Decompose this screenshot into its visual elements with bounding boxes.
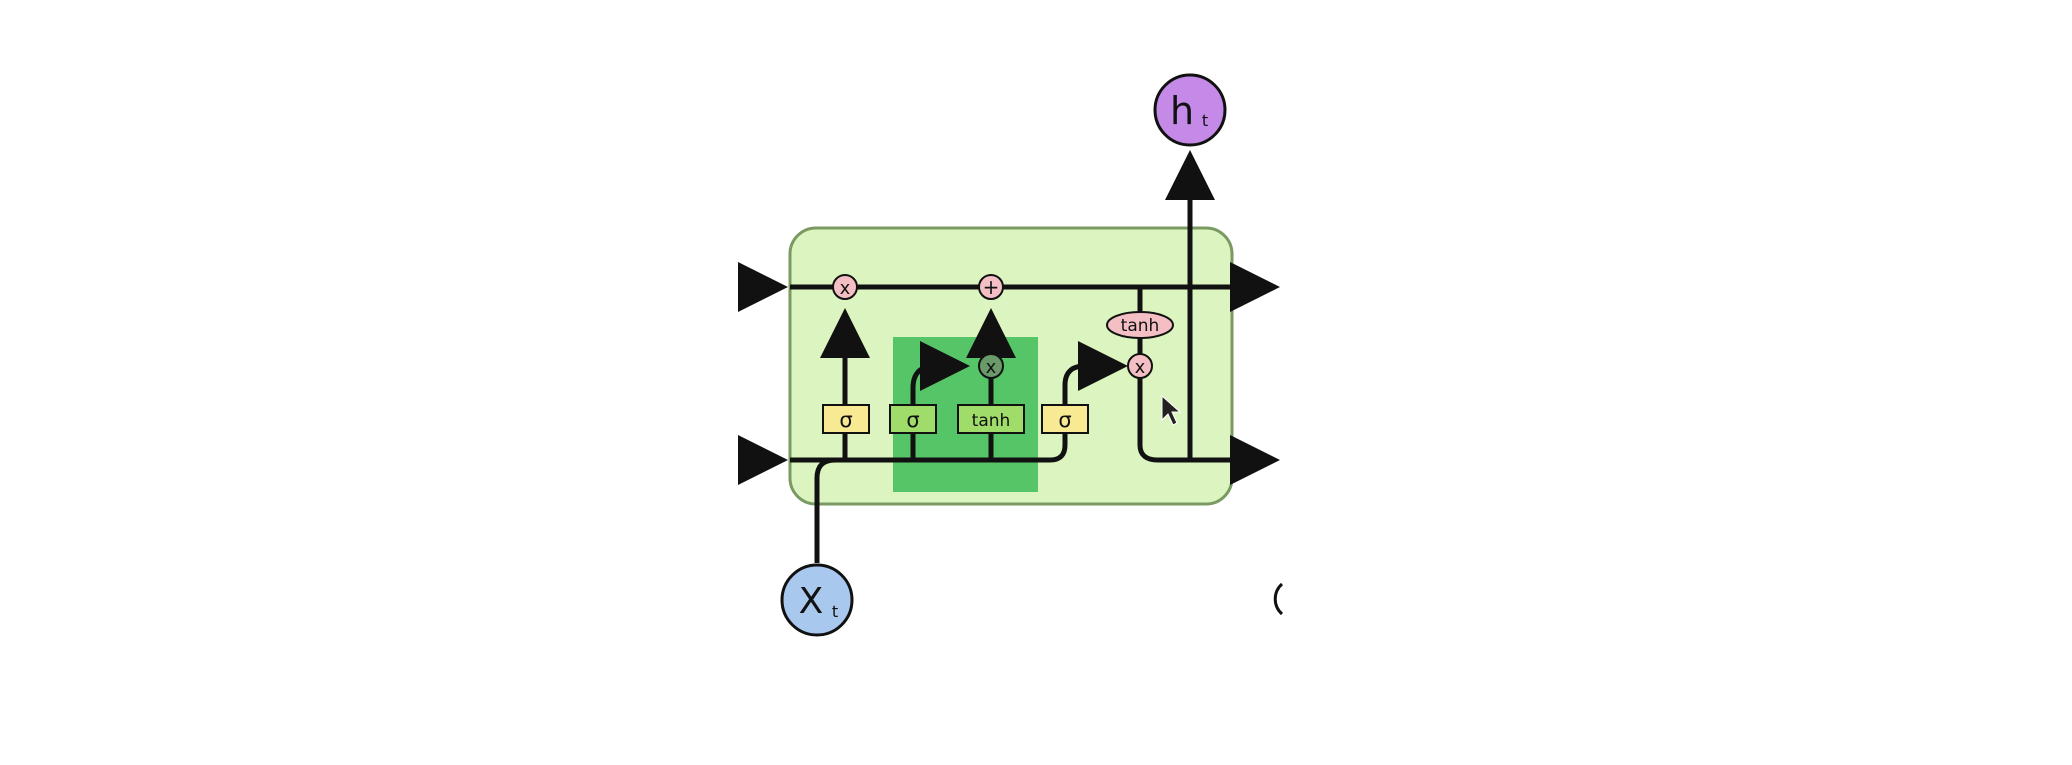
input-multiply-label: x [986,357,997,378]
forget-gate-layer: σ [822,404,870,434]
input-gate-path [910,341,970,460]
cell-add-label: + [983,275,1000,299]
input-node-sub: t [832,602,838,621]
input-node-xt: X t [780,563,854,637]
output-node-ht: h t [1153,73,1227,147]
input-multiply-op: x [978,353,1004,379]
input-node-main: X [799,581,824,622]
output-node-main: h [1170,89,1194,133]
output-gate-layer: σ [1041,404,1089,434]
candidate-tanh-label: tanh [972,411,1011,431]
forget-multiply-op: x [832,274,858,300]
output-to-hidden [1137,378,1280,485]
xt-input-line [814,457,850,563]
candidate-tanh-layer: tanh [957,404,1025,434]
cell-tanh-label: tanh [1121,316,1160,336]
forget-multiply-label: x [840,278,851,299]
input-gate-layer: σ [889,404,937,434]
output-multiply-op: x [1127,353,1153,379]
input-gate-label: σ [906,408,919,432]
mouse-cursor-icon [1161,394,1182,426]
output-node-sub: t [1202,111,1208,130]
output-multiply-label: x [1135,357,1146,378]
forget-gate-label: σ [839,408,852,432]
output-gate-label: σ [1058,408,1071,432]
cell-tanh-op: tanh [1106,311,1174,339]
cropped-node-edge [1273,582,1284,616]
cell-add-op: + [978,274,1004,300]
